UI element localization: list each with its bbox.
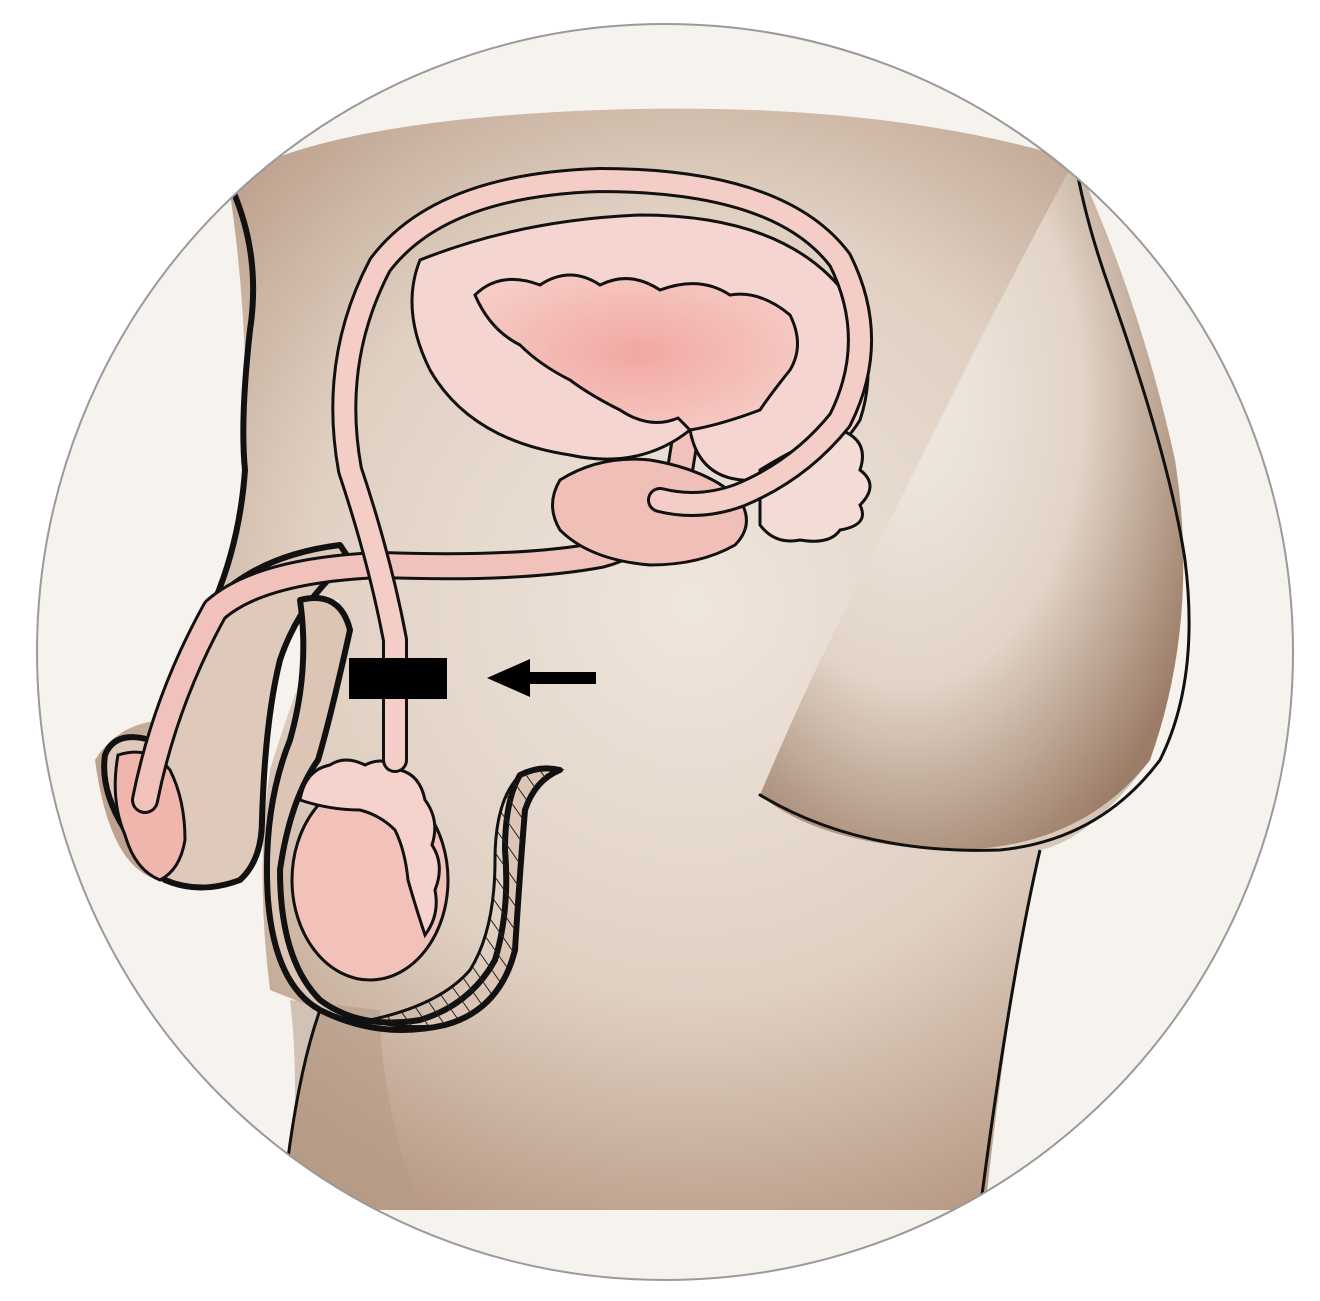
label-box-redacted [349, 658, 447, 699]
